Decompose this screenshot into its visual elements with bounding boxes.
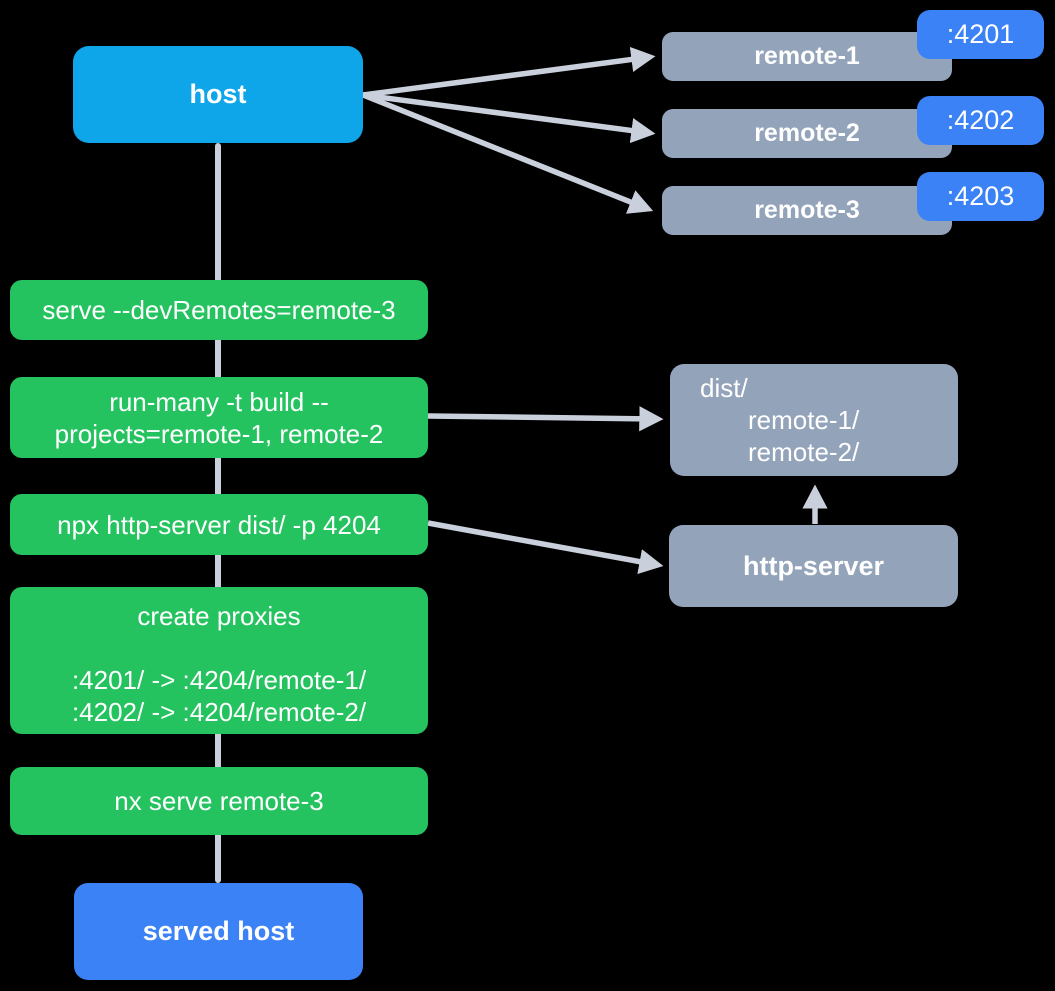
command-line: create proxies (137, 601, 301, 631)
command-line: nx serve remote-3 (114, 786, 324, 816)
arrow-host-to-remote-3 (361, 92, 654, 214)
http-server-label: http-server (742, 550, 885, 581)
remote-2-node: remote-2 (662, 109, 952, 158)
port-badge-4202-label: :4202 (946, 105, 1015, 135)
arrow-npx-to-http-server (427, 520, 664, 575)
remote-1-node: remote-1 (662, 32, 952, 81)
remote-1-label: remote-1 (754, 42, 860, 70)
remote-3-label: remote-3 (754, 196, 860, 224)
dist-entry-remote-2: remote-2/ (748, 437, 860, 467)
command-run-many-build: run-many -t build -- projects=remote-1, … (10, 377, 428, 458)
arrow-host-to-remote-1 (362, 46, 656, 98)
port-badge-4202: :4202 (917, 96, 1044, 145)
arrow-host-to-remote-2 (362, 92, 656, 144)
command-line: npx http-server dist/ -p 4204 (57, 509, 381, 540)
host-label: host (189, 79, 247, 109)
port-badge-4201-label: :4201 (946, 19, 1015, 49)
served-host-label: served host (142, 916, 295, 946)
command-line: serve --devRemotes=remote-3 (42, 295, 396, 325)
http-server-node: http-server (669, 525, 958, 607)
remote-3-node: remote-3 (662, 186, 952, 235)
command-line: :4202/ -> :4204/remote-2/ (71, 697, 367, 727)
dist-folder-node: dist/ remote-1/ remote-2/ (670, 364, 958, 476)
command-line: run-many -t build -- (109, 386, 329, 417)
command-line: projects=remote-1, remote-2 (54, 418, 384, 449)
arrow-build-to-dist (427, 406, 664, 432)
dist-entry-remote-1: remote-1/ (748, 405, 860, 435)
port-badge-4203: :4203 (917, 172, 1044, 221)
command-nx-serve-remote-3: nx serve remote-3 (10, 767, 428, 835)
command-create-proxies: create proxies :4201/ -> :4204/remote-1/… (10, 587, 428, 734)
served-host-node: served host (74, 883, 363, 980)
dist-title: dist/ (700, 373, 748, 403)
host-node: host (73, 46, 363, 143)
command-npx-http-server: npx http-server dist/ -p 4204 (10, 494, 428, 555)
command-serve-dev-remotes: serve --devRemotes=remote-3 (10, 280, 428, 340)
remote-2-label: remote-2 (754, 119, 860, 147)
port-badge-4203-label: :4203 (946, 181, 1015, 211)
command-line: :4201/ -> :4204/remote-1/ (71, 665, 367, 695)
port-badge-4201: :4201 (917, 10, 1044, 59)
